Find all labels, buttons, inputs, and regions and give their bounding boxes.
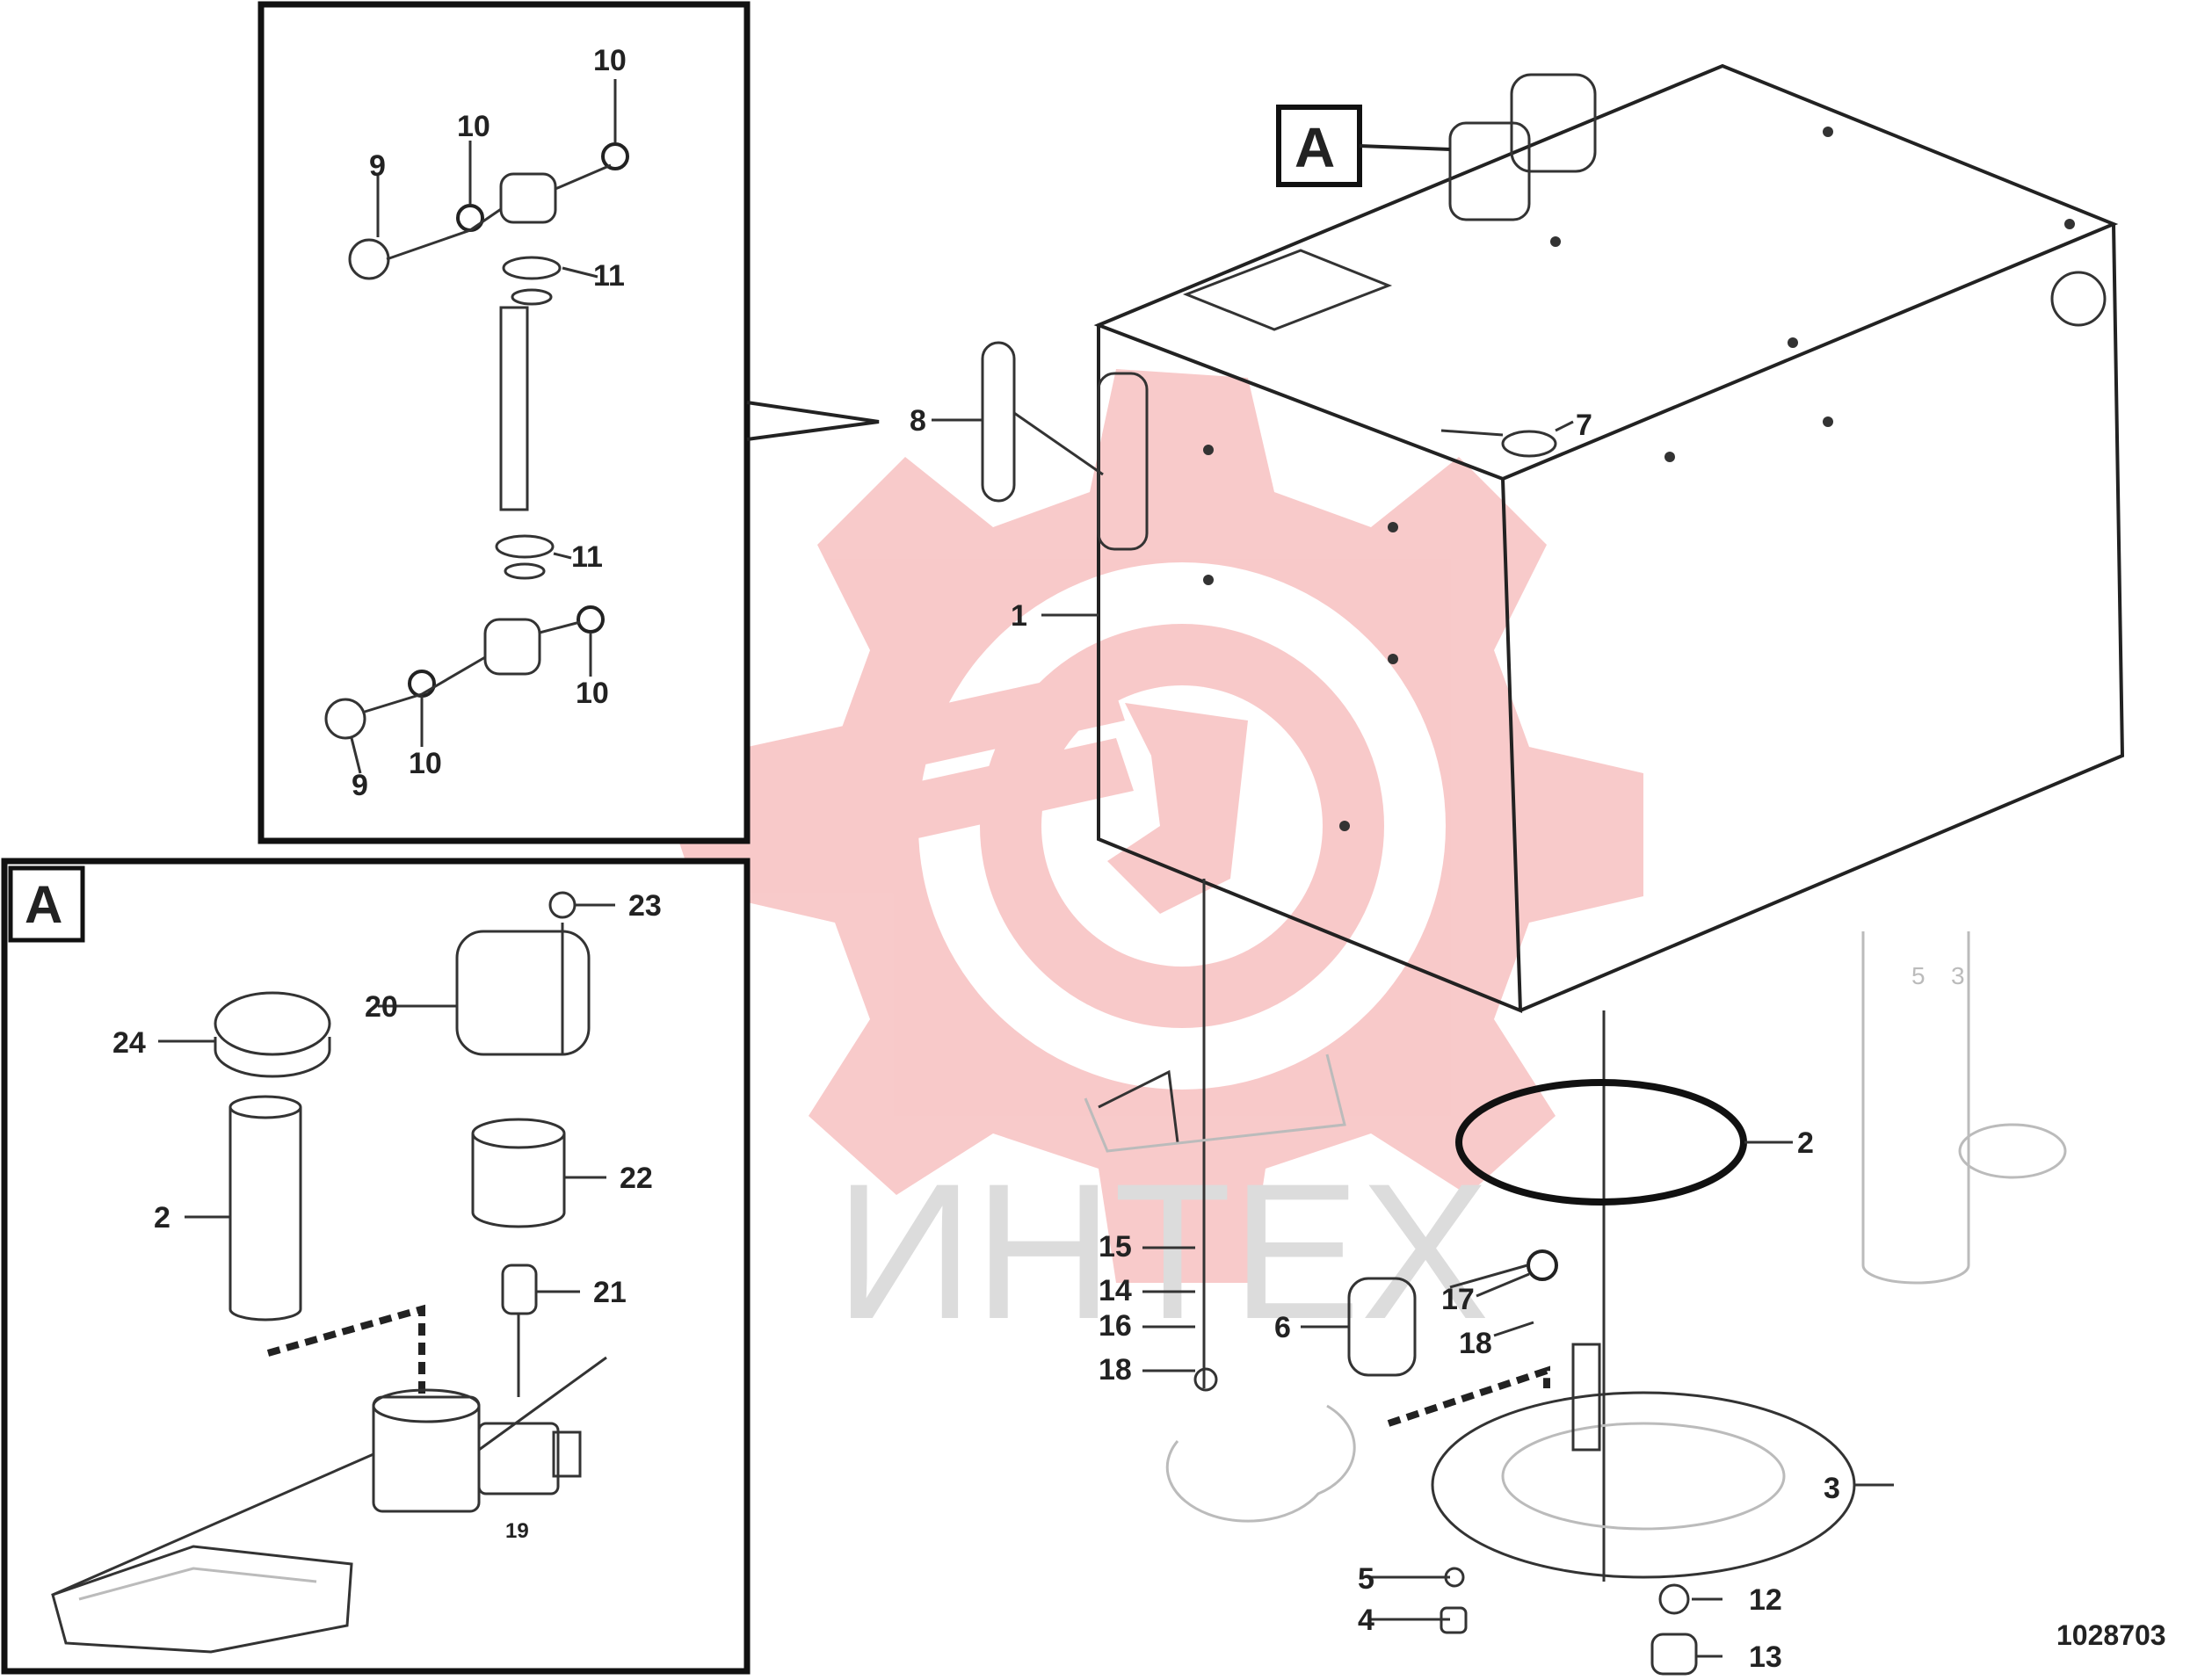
callout-main-18a: 18 (1099, 1353, 1132, 1387)
detail-frame-upper: 10 10 9 11 11 10 10 9 (257, 1, 880, 844)
callout-upper-5: 11 (571, 540, 603, 574)
callout-upper-6: 10 (576, 677, 609, 710)
hydraulic-tank: A (932, 63, 2125, 1676)
callout-lower-23: 23 (628, 889, 662, 923)
callout-main-5b: 5 (1358, 1562, 1374, 1596)
callout-main-4b: 4 (1358, 1604, 1374, 1637)
reference-code: 1028703 (2056, 1619, 2166, 1651)
callout-lower-24: 24 (112, 1026, 146, 1060)
view-marker-main: A (1295, 116, 1335, 179)
callout-upper-4: 11 (593, 259, 625, 293)
callout-main-6: 6 (1274, 1311, 1291, 1344)
callout-main-13: 13 (1749, 1640, 1782, 1674)
callout-main-2: 2 (1797, 1126, 1814, 1160)
callout-lower-20: 20 (365, 990, 398, 1024)
callout-main-15: 15 (1099, 1230, 1132, 1264)
callout-upper-7: 10 (409, 747, 442, 780)
callout-main-14: 14 (1099, 1274, 1132, 1307)
callout-main-12: 12 (1749, 1583, 1782, 1617)
callout-lower-22: 22 (620, 1162, 653, 1195)
callout-lower-21: 21 (593, 1276, 627, 1309)
svg-text:5: 5 (1911, 962, 1926, 989)
callout-main-1: 1 (1011, 599, 1027, 633)
callout-lower-2: 2 (154, 1201, 170, 1235)
watermark-text: ИНТЕХ (835, 1143, 1490, 1359)
svg-text:3: 3 (1951, 962, 1965, 989)
callout-upper-3: 9 (369, 149, 386, 183)
callout-upper-2: 10 (457, 110, 490, 143)
callout-main-8: 8 (910, 404, 926, 438)
callout-upper-8: 9 (352, 769, 368, 802)
callout-lower-19: 19 (505, 1519, 529, 1543)
callout-main-7: 7 (1576, 409, 1592, 442)
detail-frame-lower: A 23 20 24 2 (1, 858, 751, 1675)
view-marker-lower: A (25, 875, 62, 934)
callout-main-18b: 18 (1459, 1327, 1492, 1360)
callout-upper-1: 10 (593, 44, 627, 77)
gear-icon (721, 369, 1643, 1283)
watermark-logo (668, 369, 1643, 1283)
callout-main-17: 17 (1441, 1283, 1475, 1316)
callout-main-16: 16 (1099, 1309, 1132, 1343)
callout-main-3: 3 (1824, 1472, 1840, 1505)
